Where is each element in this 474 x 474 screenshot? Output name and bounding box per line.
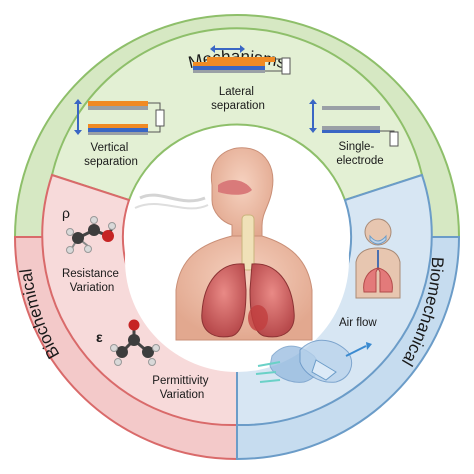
resistance-variation-label: Resistance Variation: [62, 268, 122, 294]
acetone-molecule-icon: [110, 319, 160, 366]
respiratory-anatomy-illustration: [134, 147, 313, 341]
load-box: [155, 109, 165, 127]
person-with-mask-icon: [355, 218, 401, 299]
epsilon-symbol: ε: [96, 329, 103, 345]
rho-symbol: ρ: [62, 205, 70, 221]
ethanol-molecule-icon: [66, 216, 116, 254]
load-box: [389, 131, 399, 147]
mask-fabric-airflow-icon: [255, 339, 372, 383]
mask-icon: [369, 234, 387, 245]
single-electrode-device: [309, 99, 399, 147]
mechanisms-inner-segment: [50, 27, 424, 202]
vertical-separation-device: [74, 99, 165, 135]
airflow-label: Air flow: [339, 317, 377, 329]
single-electrode-label: Single- electrode: [336, 141, 383, 167]
permittivity-variation-label: Permittivity Variation: [152, 375, 211, 401]
vertical-separation-label: Vertical separation: [84, 142, 138, 168]
load-box: [281, 57, 291, 75]
lateral-separation-device: [193, 45, 291, 75]
lateral-separation-label: Lateral separation: [211, 86, 265, 112]
